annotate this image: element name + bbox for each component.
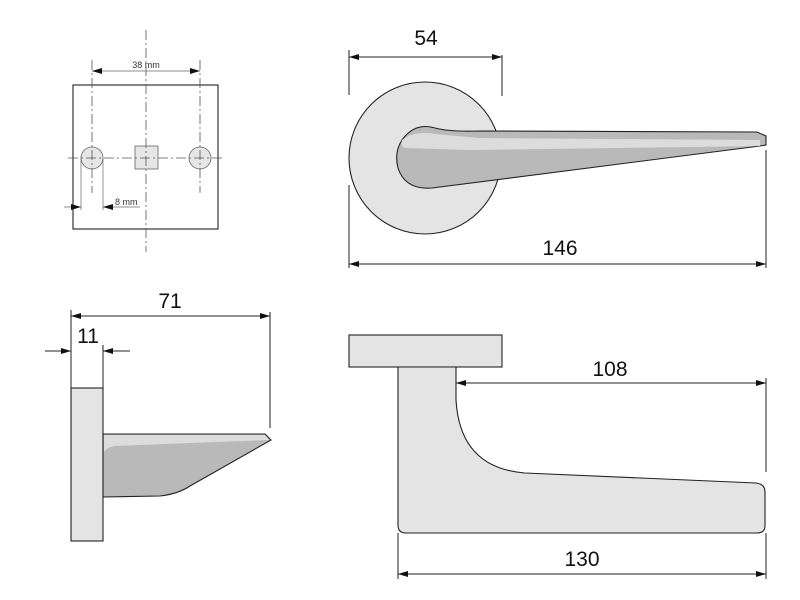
front-view: 54 146 [348,27,767,268]
rosette-thickness-label: 11 [77,325,99,348]
top-view: 108 130 [348,334,767,579]
rosette-side [70,387,104,542]
projection-label: 71 [158,290,181,313]
rosette-top [348,334,503,368]
lever-side [102,433,272,498]
lever-length-label: 108 [592,358,627,381]
lever-highlight [401,132,760,150]
side-view: 71 11 [45,290,272,542]
total-length-label: 146 [542,237,577,260]
mounting-plate-view: 38 mm 8 mm [64,30,225,252]
lever-top [397,366,766,534]
hole-spacing-label: 38 mm [132,60,160,70]
spindle-square [134,145,159,170]
hole-offset-label: 8 mm [115,197,138,207]
rosette-diameter-label: 54 [414,27,438,50]
lever-side-highlight [104,435,269,452]
overall-length-label: 130 [564,548,599,571]
